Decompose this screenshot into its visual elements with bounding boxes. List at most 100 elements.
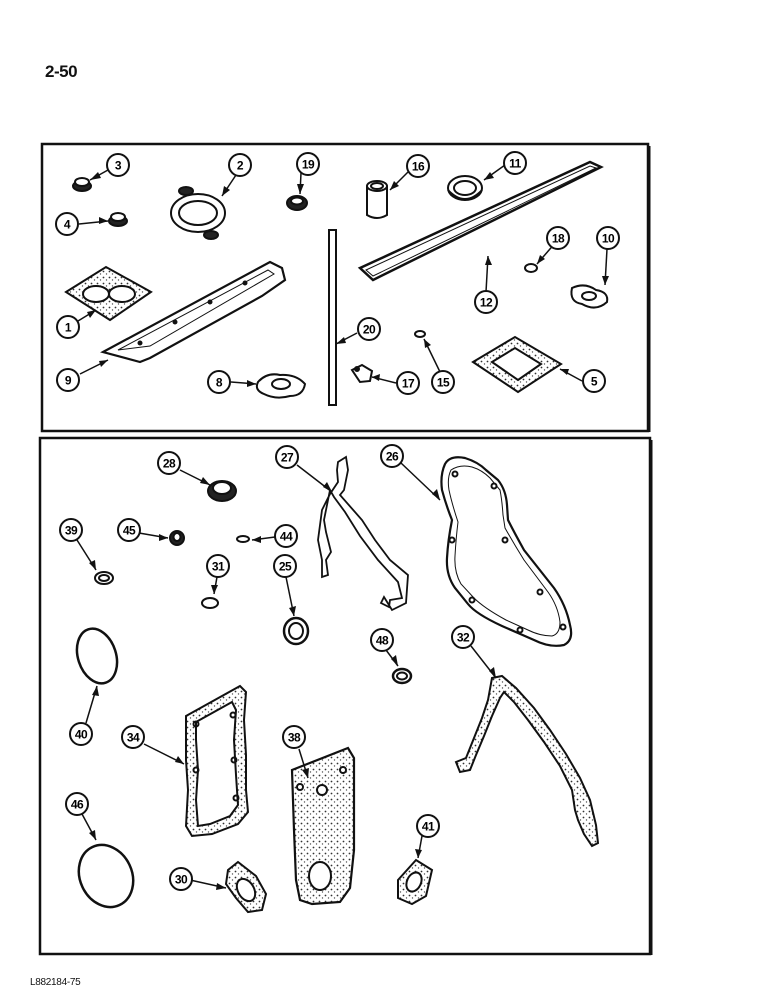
svg-text:25: 25 <box>279 560 292 574</box>
part-3-plug <box>72 177 92 192</box>
part-8-gasket <box>255 373 307 399</box>
svg-text:18: 18 <box>552 232 565 246</box>
callout-28: 28 <box>157 451 181 475</box>
part-30-gasket <box>224 860 268 914</box>
callout-41: 41 <box>416 814 440 838</box>
svg-text:10: 10 <box>602 232 615 246</box>
part-45-seal <box>169 530 185 546</box>
callout-38: 38 <box>282 725 306 749</box>
part-9-gasket <box>100 260 287 364</box>
part-39-ring <box>94 571 114 585</box>
part-10-gasket <box>570 284 609 309</box>
callout-44: 44 <box>274 524 298 548</box>
callout-4: 4 <box>55 212 79 236</box>
part-46-oring <box>77 843 135 909</box>
callout-15: 15 <box>431 370 455 394</box>
part-18-oring <box>524 263 538 273</box>
callout-30: 30 <box>169 867 193 891</box>
part-31-oring <box>201 597 219 609</box>
lower-callouts: 28 27 26 39 45 44 31 25 48 32 40 34 38 4… <box>59 444 475 891</box>
svg-text:8: 8 <box>216 376 223 390</box>
callout-18: 18 <box>546 226 570 250</box>
callout-9: 9 <box>56 368 80 392</box>
callout-45: 45 <box>117 518 141 542</box>
callout-26: 26 <box>380 444 404 468</box>
svg-text:11: 11 <box>509 157 522 171</box>
svg-text:34: 34 <box>127 731 140 745</box>
svg-text:5: 5 <box>591 375 598 389</box>
callout-8: 8 <box>207 370 231 394</box>
callout-34: 34 <box>121 725 145 749</box>
part-28-seal <box>207 480 237 502</box>
callout-20: 20 <box>357 317 381 341</box>
callout-1: 1 <box>56 315 80 339</box>
svg-text:46: 46 <box>71 798 84 812</box>
svg-text:15: 15 <box>437 376 450 390</box>
svg-text:31: 31 <box>212 560 225 574</box>
part-32-gasket <box>454 674 600 848</box>
callout-19: 19 <box>296 152 320 176</box>
part-38-gasket <box>290 746 356 906</box>
part-11-seal <box>447 175 483 201</box>
svg-text:32: 32 <box>457 631 470 645</box>
part-5-gasket <box>471 335 563 394</box>
svg-text:30: 30 <box>175 873 188 887</box>
part-41-gasket <box>397 858 434 906</box>
callout-10: 10 <box>596 226 620 250</box>
svg-text:28: 28 <box>163 457 176 471</box>
svg-text:19: 19 <box>302 158 315 172</box>
callout-32: 32 <box>451 625 475 649</box>
part-1-gasket <box>64 265 153 322</box>
part-17-fitting <box>350 363 374 384</box>
figure-code: L882184-75 <box>30 977 81 988</box>
part-25-seal <box>282 616 310 646</box>
svg-text:16: 16 <box>412 160 425 174</box>
callout-16: 16 <box>406 154 430 178</box>
callout-12: 12 <box>474 290 498 314</box>
part-15-oring <box>414 330 426 338</box>
callout-3: 3 <box>106 153 130 177</box>
part-19-seal <box>286 195 308 211</box>
part-34-gasket <box>184 684 250 838</box>
svg-text:48: 48 <box>376 634 389 648</box>
svg-text:26: 26 <box>386 450 399 464</box>
svg-text:41: 41 <box>422 820 435 834</box>
part-2-gasket <box>170 186 226 240</box>
part-4-plug <box>108 212 128 227</box>
callout-27: 27 <box>275 445 299 469</box>
svg-text:44: 44 <box>280 530 293 544</box>
upper-callouts: 3 2 19 16 11 4 18 10 1 12 20 9 8 17 15 5 <box>55 151 620 395</box>
svg-text:12: 12 <box>480 296 493 310</box>
svg-text:39: 39 <box>65 524 78 538</box>
page-number: 2-50 <box>45 62 78 81</box>
callout-5: 5 <box>582 369 606 393</box>
svg-text:2: 2 <box>237 159 244 173</box>
callout-46: 46 <box>65 792 89 816</box>
svg-text:45: 45 <box>123 524 136 538</box>
callout-39: 39 <box>59 518 83 542</box>
svg-text:20: 20 <box>363 323 376 337</box>
part-12-gasket <box>357 160 604 282</box>
callout-11: 11 <box>503 151 527 175</box>
part-48-seal <box>391 667 413 685</box>
part-27-gasket <box>317 455 409 612</box>
part-20-tube <box>328 229 337 406</box>
callout-17: 17 <box>396 371 420 395</box>
callout-31: 31 <box>206 554 230 578</box>
svg-text:27: 27 <box>281 451 294 465</box>
svg-text:3: 3 <box>115 159 122 173</box>
part-44-oring <box>236 535 250 543</box>
svg-text:38: 38 <box>288 731 301 745</box>
svg-text:9: 9 <box>65 374 72 388</box>
part-40-oring <box>75 627 119 685</box>
callout-25: 25 <box>273 554 297 578</box>
arrow-heads <box>87 172 609 890</box>
part-26-gasket <box>440 456 573 647</box>
callout-40: 40 <box>69 722 93 746</box>
svg-text:17: 17 <box>402 377 415 391</box>
callout-2: 2 <box>228 153 252 177</box>
svg-text:4: 4 <box>64 218 71 232</box>
svg-text:1: 1 <box>65 321 72 335</box>
callout-48: 48 <box>370 628 394 652</box>
